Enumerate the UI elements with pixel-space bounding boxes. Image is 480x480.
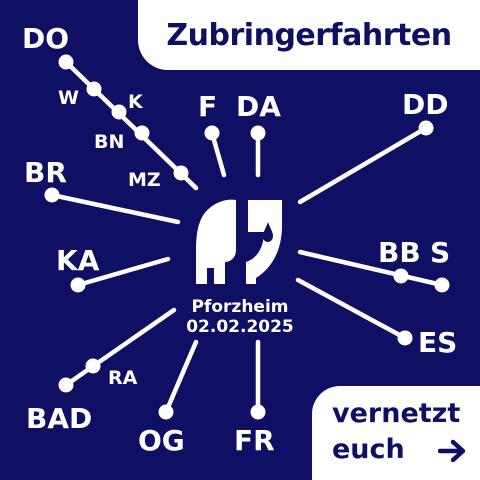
route-line-es xyxy=(295,277,408,341)
stop-dd xyxy=(418,120,434,136)
stop-f xyxy=(204,125,220,141)
label-bad: BAD xyxy=(26,402,92,435)
arrow-right-icon xyxy=(438,439,466,463)
cta-line-2: euch xyxy=(332,434,405,465)
label-f: F xyxy=(198,90,217,123)
center-date: 02.02.2025 xyxy=(186,317,294,337)
label-es: ES xyxy=(418,326,457,359)
center-city: Pforzheim xyxy=(192,297,289,317)
label-da: DA xyxy=(236,90,281,123)
label-do: DO xyxy=(22,22,69,55)
cta-line-1: vernetzt xyxy=(332,398,461,429)
route-line-dd xyxy=(297,125,429,205)
label-mz: MZ xyxy=(128,169,161,191)
stop-br xyxy=(44,187,60,203)
stop-bad xyxy=(58,377,74,393)
route-line-br xyxy=(49,192,181,225)
route-line-og xyxy=(163,339,199,415)
label-dd: DD xyxy=(402,88,448,121)
title-box: Zubringerfahrten xyxy=(138,0,480,70)
label-br: BR xyxy=(24,156,67,189)
route-line-bad xyxy=(63,307,177,388)
label-og: OG xyxy=(138,424,185,457)
stop-ka xyxy=(70,277,86,293)
label-bb: BB xyxy=(378,236,421,269)
cta-box[interactable]: vernetzt euch xyxy=(312,386,480,480)
stop-fr xyxy=(250,404,266,420)
stop-do xyxy=(58,54,74,70)
stop-da xyxy=(250,125,266,141)
label-k: K xyxy=(128,91,144,113)
stop-w xyxy=(86,81,102,97)
label-s: S xyxy=(430,236,450,269)
route-line-s xyxy=(297,249,445,288)
stop-mz xyxy=(173,165,189,181)
elephant-icon xyxy=(196,199,282,284)
label-w: W xyxy=(58,87,79,109)
stop-k xyxy=(111,104,127,120)
stop-es xyxy=(397,330,413,346)
stop-bn xyxy=(134,125,150,141)
label-ra: RA xyxy=(108,367,138,389)
stop-og xyxy=(158,404,174,420)
stop-s xyxy=(434,277,450,293)
stop-bb xyxy=(393,268,409,284)
route-line-do xyxy=(63,59,199,191)
label-bn: BN xyxy=(94,131,124,153)
label-ka: KA xyxy=(56,244,100,277)
label-fr: FR xyxy=(234,424,275,457)
route-line-ka xyxy=(75,256,171,288)
stop-ra xyxy=(85,358,101,374)
page-title: Zubringerfahrten xyxy=(166,17,452,53)
